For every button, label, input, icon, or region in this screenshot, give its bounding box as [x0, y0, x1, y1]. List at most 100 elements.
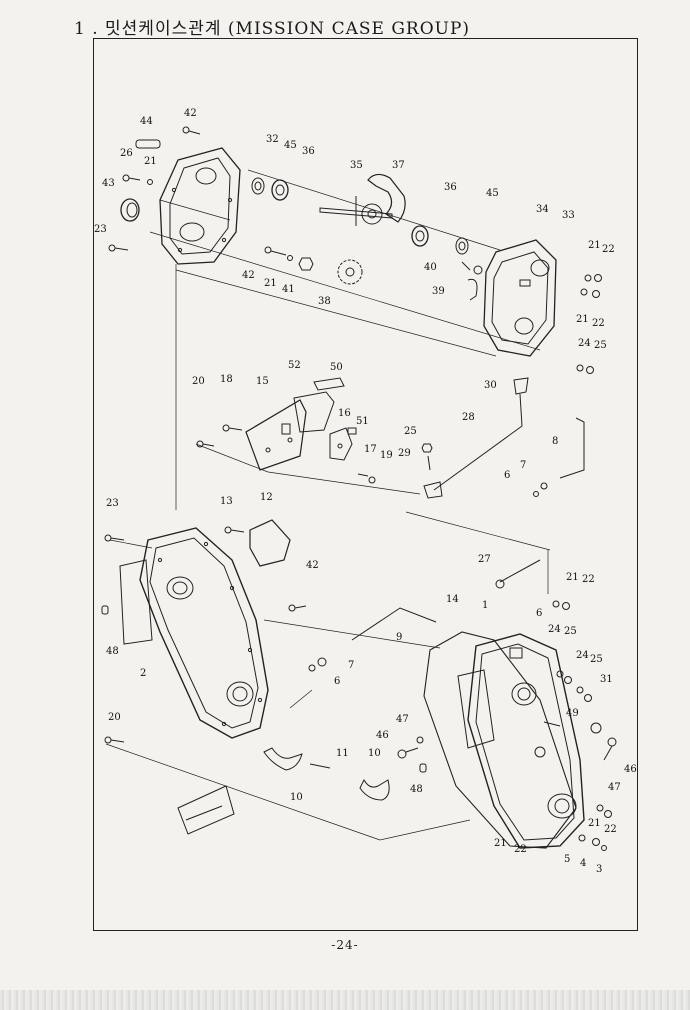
washer-21-top: [147, 179, 153, 185]
pin-48-right: [419, 763, 427, 773]
callout-22: 22: [582, 574, 595, 585]
diagram-frame: [93, 38, 638, 931]
sprocket-chain-37: [361, 173, 406, 225]
callout-38: 38: [318, 296, 331, 307]
gasket-48-left: [119, 559, 153, 645]
callout-36: 36: [444, 182, 457, 193]
bolt-42-top: [182, 126, 201, 135]
pin-49: [543, 721, 561, 727]
bolt-18: [222, 424, 243, 432]
gasket-14: [423, 631, 577, 849]
plate-16: [329, 427, 353, 461]
lever-39: [467, 278, 478, 301]
callout-6: 6: [504, 470, 510, 481]
callout-24: 24: [576, 650, 589, 661]
callout-43: 43: [102, 178, 115, 189]
collar-7-6: [533, 482, 548, 497]
callout-22: 22: [604, 824, 617, 835]
callout-45: 45: [486, 188, 499, 199]
rod-8: [559, 417, 585, 479]
callout-9: 9: [396, 632, 402, 643]
callout-7: 7: [348, 660, 354, 671]
rear-case-33: [483, 239, 557, 357]
callout-33: 33: [562, 210, 575, 221]
nut-41: [298, 257, 314, 271]
pin-44: [135, 139, 161, 149]
callout-48: 48: [106, 646, 119, 657]
callout-40: 40: [424, 262, 437, 273]
callout-14: 14: [446, 594, 459, 605]
page-title: 1 . 밋션케이스관계 (MISSION CASE GROUP): [74, 19, 471, 39]
washers-21-22-lower: [552, 600, 612, 818]
callout-28: 28: [462, 412, 475, 423]
callout-22: 22: [592, 318, 605, 329]
plate-52: [293, 391, 335, 433]
callout-44: 44: [140, 116, 153, 127]
callout-46: 46: [624, 764, 637, 775]
bolt-42-bottom: [288, 604, 307, 612]
callout-1: 1: [482, 600, 488, 611]
callout-3: 3: [596, 864, 602, 875]
callout-49: 49: [566, 708, 579, 719]
callout-37: 37: [392, 160, 405, 171]
bolt-46-right: [603, 737, 617, 761]
callout-51: 51: [356, 416, 369, 427]
callout-2: 2: [140, 668, 146, 679]
callout-12: 12: [260, 492, 273, 503]
shift-fork-10-right: [359, 778, 390, 801]
callout-42: 42: [184, 108, 197, 119]
plate-50: [313, 377, 345, 391]
callout-42: 42: [242, 270, 255, 281]
callout-25: 25: [590, 654, 603, 665]
callout-6: 6: [334, 676, 340, 687]
callout-25: 25: [564, 626, 577, 637]
callout-27: 27: [478, 554, 491, 565]
upper-cover-plate: [159, 147, 241, 265]
callout-8: 8: [552, 436, 558, 447]
sprocket-38: [337, 259, 363, 285]
callout-30: 30: [484, 380, 497, 391]
callout-21: 21: [566, 572, 579, 583]
scan-edge: [0, 990, 690, 1010]
bearing-36-right: [411, 225, 429, 247]
callout-21: 21: [144, 156, 157, 167]
callout-15: 15: [256, 376, 269, 387]
callout-47: 47: [396, 714, 409, 725]
knob-30: [513, 377, 529, 395]
pin-40: [461, 261, 483, 275]
bolt-23-bottom: [104, 534, 125, 542]
bearing-45-left: [251, 177, 265, 195]
callout-21: 21: [588, 240, 601, 251]
shift-fork-10-left: [263, 747, 303, 771]
gasket-46-47: [457, 669, 495, 749]
callout-24: 24: [548, 624, 561, 635]
pad-51: [347, 427, 357, 435]
bolt-17-19: [357, 473, 376, 484]
pin-27: [495, 559, 541, 589]
callout-46: 46: [376, 730, 389, 741]
bolt-13: [224, 526, 245, 534]
pin-48-left: [101, 605, 109, 615]
callout-16: 16: [338, 408, 351, 419]
bolt-42-mid: [264, 246, 287, 256]
callout-6: 6: [536, 608, 542, 619]
callout-25: 25: [404, 426, 417, 437]
callout-11: 11: [336, 748, 349, 759]
callout-17: 17: [364, 444, 377, 455]
callout-42: 42: [306, 560, 319, 571]
pin-29: [427, 455, 431, 471]
callout-52: 52: [288, 360, 301, 371]
seal-43: [120, 198, 140, 222]
callout-4: 4: [580, 858, 586, 869]
callout-21: 21: [588, 818, 601, 829]
bolt-46-bottom: [397, 736, 424, 759]
washers-21-22-right: [576, 274, 602, 374]
callout-34: 34: [536, 204, 549, 215]
callout-7: 7: [520, 460, 526, 471]
bracket-12: [249, 519, 291, 567]
bolt-23-top: [108, 244, 129, 252]
callout-5: 5: [564, 854, 570, 865]
bearing-45-right: [455, 237, 469, 255]
callout-50: 50: [330, 362, 343, 373]
